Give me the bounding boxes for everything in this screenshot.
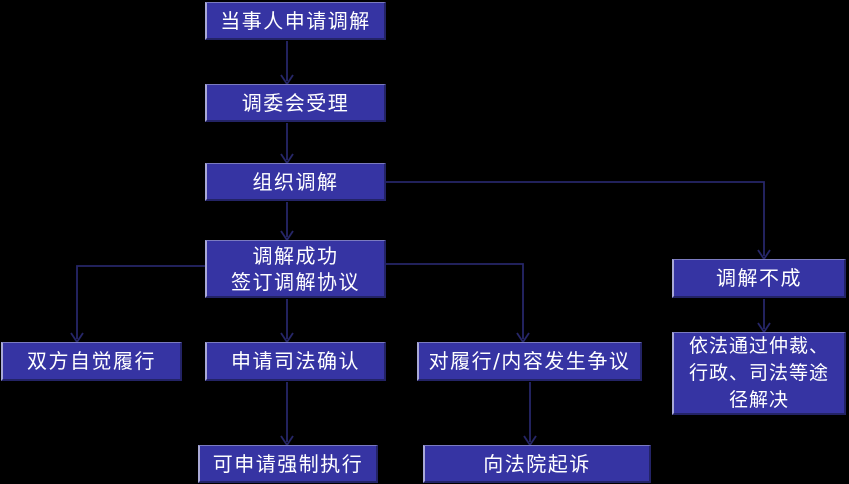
edge-fail-other [757,299,771,334]
edge-judicial-enforce [280,382,294,447]
node-label: 调解不成 [716,266,802,290]
node-mediation-success-sign-agreement: 调解成功 签订调解协议 [205,240,386,298]
edge-accept-organize [280,123,294,165]
node-label: 双方自觉履行 [27,349,156,373]
node-apply-judicial-confirmation: 申请司法确认 [205,342,386,381]
edge-apply-accept [280,41,294,86]
node-label: 依法通过仲裁、 行政、司法等途 径解决 [688,334,829,411]
node-apply-compulsory-enforcement: 可申请强制执行 [198,445,378,483]
node-label: 对履行/内容发生争议 [428,349,631,373]
node-label: 向法院起诉 [483,451,591,476]
node-label: 调解成功 签订调解协议 [231,243,360,294]
node-dispute-over-performance-content: 对履行/内容发生争议 [417,342,642,381]
node-label: 当事人申请调解 [220,8,371,33]
edge-organize-success [280,202,294,242]
node-mediation-fails: 调解不成 [672,259,846,298]
node-label: 申请司法确认 [231,349,360,373]
node-label: 调委会受理 [241,90,350,115]
edge-organize-fail [386,181,771,261]
node-voluntary-performance: 双方自觉履行 [1,342,182,381]
edge-success-voluntary [70,265,205,344]
node-party-applies-mediation: 当事人申请调解 [205,2,386,40]
edge-success-judicial [280,299,294,344]
node-sue-in-court: 向法院起诉 [423,445,651,483]
edge-success-dispute [386,263,530,344]
node-organize-mediation: 组织调解 [205,163,386,201]
edge-dispute-sue [523,382,537,447]
node-resolve-via-arbitration-administrative-judicial: 依法通过仲裁、 行政、司法等途 径解决 [672,332,846,415]
node-label: 可申请强制执行 [212,451,364,476]
node-committee-accepts: 调委会受理 [205,84,386,122]
node-label: 组织调解 [252,169,339,194]
